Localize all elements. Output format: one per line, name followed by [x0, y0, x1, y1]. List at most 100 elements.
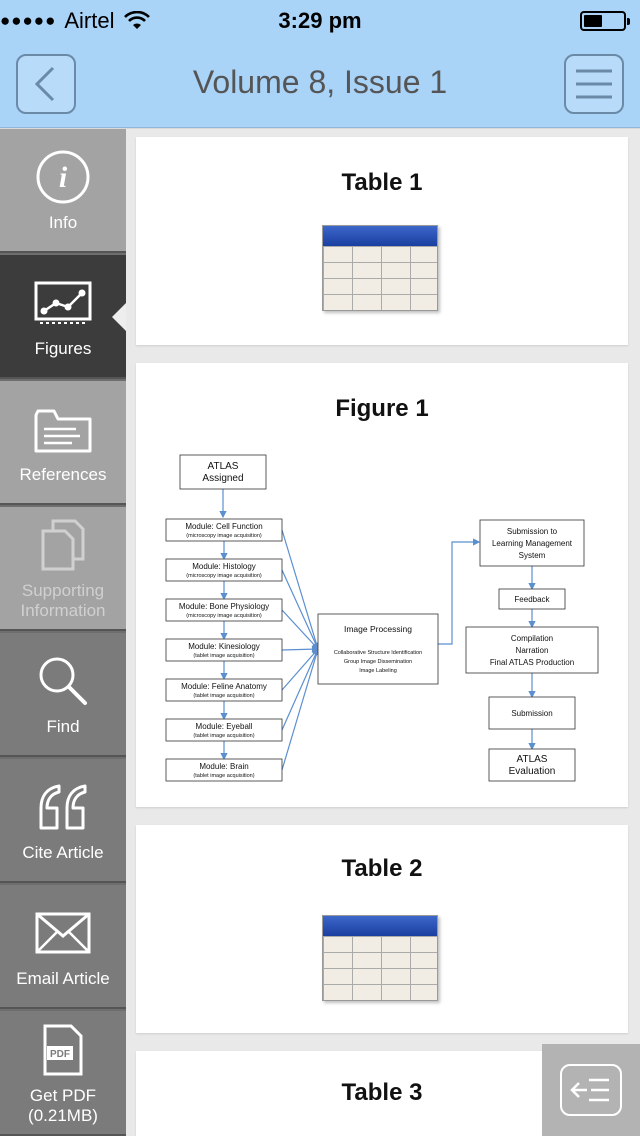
flow-step-label: Final ATLAS Production [490, 658, 574, 667]
flow-module-label: Module: Histology [192, 562, 256, 571]
flow-module-sublabel: (tablet image acquisition) [193, 733, 254, 739]
status-bar: ●●●●● Airtel 3:29 pm [0, 0, 640, 40]
sidebar-item-figures[interactable]: Figures [0, 255, 126, 379]
flow-module-sublabel: (tablet image acquisition) [193, 773, 254, 779]
info-icon: i [36, 150, 90, 204]
wifi-icon [124, 11, 151, 29]
flow-arrow [281, 569, 319, 651]
page-title: Volume 8, Issue 1 [192, 64, 448, 100]
table-icon[interactable] [322, 225, 438, 311]
back-button[interactable] [16, 54, 76, 114]
card-title: Table 2 [341, 855, 423, 882]
flow-step-label: Feedback [514, 595, 550, 604]
flow-step-box [479, 519, 585, 567]
sidebar-item-label: Figures [34, 339, 92, 358]
flow-step-label: ATLAS [517, 754, 548, 765]
svg-text:PDF: PDF [50, 1049, 70, 1060]
flow-module-sublabel: (tablet image acquisition) [193, 693, 254, 699]
sidebar-item-label: Supporting Information [20, 581, 106, 620]
sidebar-item-email-article[interactable]: Email Article [0, 885, 126, 1009]
flow-start-label: ATLAS [208, 461, 239, 472]
flow-processing-title: Image Processing [344, 624, 412, 634]
flow-module-label: Module: Cell Function [185, 522, 262, 531]
sidebar-item-cite-article[interactable]: Cite Article [0, 759, 126, 883]
table-icon[interactable] [322, 915, 438, 1001]
sidebar-item-get-pdf[interactable]: PDF Get PDF (0.21MB) [0, 1011, 126, 1136]
chevron-left-icon [34, 66, 55, 102]
collapse-sidebar-button[interactable] [542, 1044, 640, 1136]
flow-step-label: Compilation [511, 634, 553, 643]
card-title: Table 3 [341, 1079, 423, 1106]
flow-step-box [488, 696, 576, 730]
pdf-icon: PDF [43, 1024, 83, 1075]
flow-arrow [281, 647, 320, 771]
flow-start-label: Assigned [202, 473, 243, 484]
clock: 3:29 pm [278, 8, 362, 33]
flow-step-box [498, 588, 566, 610]
battery-icon [580, 11, 630, 31]
flow-arrow [281, 648, 319, 691]
flow-module-sublabel: (microscopy image acquisition) [186, 573, 262, 579]
sidebar-item-label: Email Article [16, 969, 110, 988]
table-card[interactable]: Table 2 [136, 825, 628, 1033]
folder-icon [34, 409, 92, 453]
flow-arrow [438, 538, 481, 645]
flow-module-sublabel: (tablet image acquisition) [193, 653, 254, 659]
flow-module-label: Module: Feline Anatomy [181, 682, 267, 691]
flow-module-sublabel: (microscopy image acquisition) [186, 533, 262, 539]
flow-module-box [165, 518, 283, 542]
flow-processing-box [317, 613, 439, 685]
flow-processing-line: Image Labeling [359, 668, 397, 674]
search-icon [39, 657, 87, 705]
flow-step-label: Learning Management [492, 539, 573, 548]
flow-step-box [488, 748, 576, 782]
top-bar: ●●●●● Airtel 3:29 pm Volume 8, Issue 1 [0, 0, 640, 128]
flow-step-label: Evaluation [509, 766, 556, 777]
flow-module-box [165, 758, 283, 782]
menu-button[interactable] [564, 54, 624, 114]
card-title: Table 1 [341, 169, 423, 196]
sidebar-item-label: Info [48, 213, 78, 232]
table-card[interactable]: Table 1 [136, 137, 628, 345]
chart-icon [34, 281, 92, 324]
documents-icon [41, 519, 85, 571]
collapse-menu-icon [570, 1078, 609, 1102]
flow-start-box [179, 454, 267, 490]
sidebar-item-label: Get PDF (0.21MB) [28, 1085, 98, 1125]
flow-step-label: Submission [511, 709, 552, 718]
envelope-icon [35, 912, 91, 954]
flow-arrow [281, 647, 319, 731]
flow-module-box [165, 678, 283, 702]
flow-processing-line: Group Image Dissemination [344, 659, 412, 665]
flow-step-label: Narration [516, 646, 549, 655]
flow-step-label: System [519, 551, 546, 560]
flow-module-box [165, 558, 283, 582]
flow-module-box [165, 718, 283, 742]
flow-step-label: Submission to [507, 527, 558, 536]
flow-module-label: Module: Brain [199, 762, 248, 771]
quote-icon [39, 784, 87, 830]
carrier-name: Airtel [64, 8, 115, 33]
selection-pointer [112, 303, 126, 331]
flow-arrow [281, 529, 320, 651]
sidebar-item-supporting-information[interactable]: Supporting Information [0, 507, 126, 631]
hamburger-menu-icon [576, 69, 612, 99]
sidebar-item-info[interactable]: i Info [0, 129, 126, 253]
flow-step-box [465, 626, 599, 674]
sidebar-item-label: Find [46, 717, 80, 736]
sidebar-item-label: Cite Article [22, 843, 104, 862]
flow-arrow [281, 609, 319, 650]
sidebar-item-references[interactable]: References [0, 381, 126, 505]
flow-module-label: Module: Eyeball [196, 722, 253, 731]
flow-module-sublabel: (microscopy image acquisition) [186, 613, 262, 619]
flow-module-box [165, 638, 283, 662]
sidebar-item-find[interactable]: Find [0, 633, 126, 757]
flow-module-box [165, 598, 283, 622]
signal-strength-icon: ●●●●● [0, 11, 57, 30]
sidebar-item-label: References [19, 465, 107, 484]
flow-module-label: Module: Bone Physiology [179, 602, 269, 611]
svg-text:i: i [59, 161, 68, 194]
